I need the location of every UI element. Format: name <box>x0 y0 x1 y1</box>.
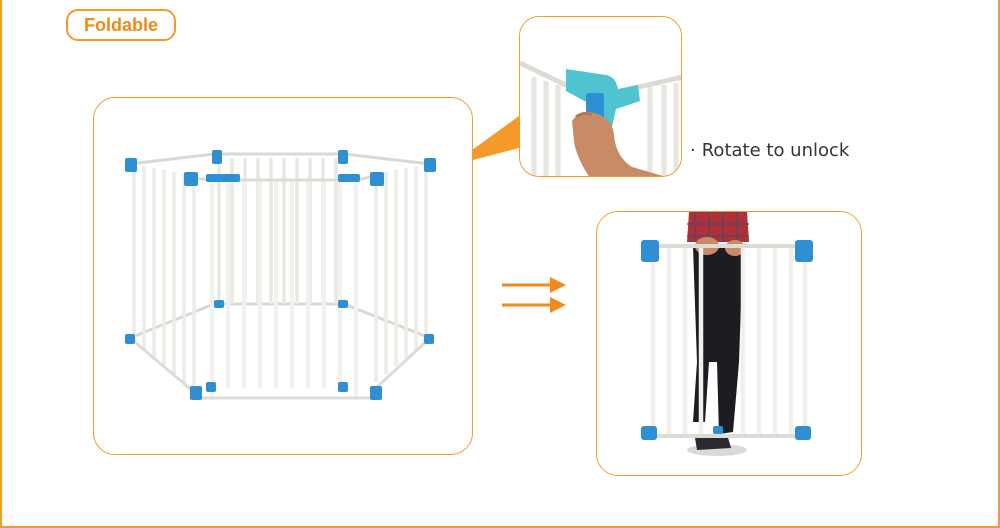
rotate-caption: ·Rotate to unlock <box>690 140 849 161</box>
playpen-illustration <box>125 150 436 400</box>
hinge-detail-illustration <box>520 17 681 176</box>
bullet: · <box>690 140 696 161</box>
rotate-caption-text: Rotate to unlock <box>701 140 850 161</box>
hinge-detail-frame <box>519 16 682 177</box>
arrow-right-icon <box>502 297 566 313</box>
arrow-right-icon <box>502 277 566 293</box>
folded-panel-illustration <box>597 212 861 475</box>
foldable-badge: Foldable <box>66 9 176 41</box>
folded-panel-frame <box>596 211 862 476</box>
playpen-image-frame <box>93 97 473 455</box>
